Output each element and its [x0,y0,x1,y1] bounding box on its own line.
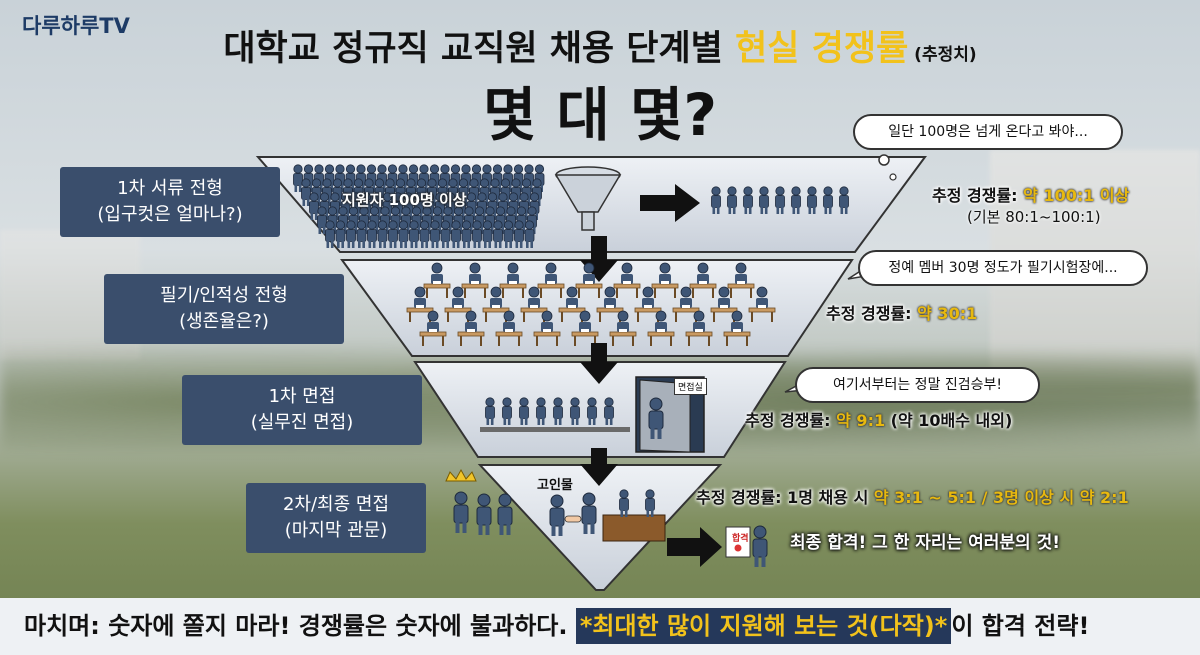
stage-2-rate: 추정 경쟁률: 약 30:1 [826,300,977,324]
stage-3-rate-prefix: 추정 경쟁률: [745,411,837,430]
stage-2-rate-prefix: 추정 경쟁률: [826,304,918,323]
stage-3-label-line2: (실무진 면접) [250,412,354,433]
waiting-bench [480,427,630,432]
final-candidate [476,493,492,536]
stage-1-label-line2: (입구컷은 얼마나?) [97,204,243,225]
arrow-right-icon [667,527,722,567]
stage-1-bubble: 일단 100명은 넘게 온다고 봐야... [853,114,1123,150]
page-subtitle: 몇 대 몇? [482,81,718,149]
interview-room-sign: 면접실 [674,378,707,395]
stage-3-bubble: 여기서부터는 정말 진검승부! [795,367,1040,403]
footer-suffix: 이 합격 전략! [951,612,1090,640]
final-candidate [497,493,513,536]
certificate-label: 합격 [732,534,749,544]
stage-3-label: 1차 면접 (실무진 면접) [182,375,422,445]
stage-4-label: 2차/최종 면접 (마지막 관문) [246,483,426,553]
footer-highlight: *최대한 많이 지원해 보는 것(다작)* [575,608,952,644]
bubble-tail [889,173,897,181]
footer-prefix: 마치며: 숫자에 쫄지 마라! 경쟁률은 숫자에 불과하다. [24,612,576,640]
footer-banner: 마치며: 숫자에 쫄지 마라! 경쟁률은 숫자에 불과하다. *최대한 많이 지… [0,598,1200,655]
title-prefix: 대학교 정규직 교직원 채용 단계별 [223,29,736,69]
arrow-right-icon [640,184,700,222]
stage-2-label-line2: (생존율은?) [179,311,269,332]
stage-2-label: 필기/인적성 전형 (생존율은?) [104,274,344,344]
page-title: 대학교 정규직 교직원 채용 단계별 현실 경쟁률 (추정치) [0,20,1200,71]
stage-1-rate-sub: (기본 80:1~100:1) [967,208,1101,226]
stage-2-label-line1: 필기/인적성 전형 [160,285,288,306]
stage-4-rate-value: 약 3:1 ~ 5:1 / 3명 이상 시 약 2:1 [873,488,1129,507]
stage-4-label-line2: (마지막 관문) [284,520,388,541]
desk-icon [602,489,666,542]
successful-candidate [752,525,768,568]
veteran-label: 고인물 [537,478,573,493]
handshake-icon [549,492,597,537]
footer-message: 마치며: 숫자에 쫄지 마라! 경쟁률은 숫자에 불과하다. *최대한 많이 지… [24,608,1089,644]
stage-4-rate: 추정 경쟁률: 1명 채용 시 약 3:1 ~ 5:1 / 3명 이상 시 약 … [696,484,1129,508]
stage-1-rate: 추정 경쟁률: 약 100:1 이상 [932,182,1129,206]
certificate-icon [725,526,751,558]
stage-2-bubble: 정예 멤버 30명 정도가 필기시험장에... [858,250,1148,286]
arrow-down-icon [580,448,618,486]
title-highlight: 현실 경쟁률 [735,29,909,69]
bubble-tail [878,154,890,166]
stage-1-rate-value: 약 100:1 이상 [1023,186,1130,205]
funnel-icon [554,166,622,231]
stage-3-rate-suffix: (약 10배수 내외) [885,411,1013,430]
funnel-stage-4 [477,464,723,591]
applicant-count-label: 지원자 100명 이상 [342,191,467,209]
stage-2-rate-value: 약 30:1 [917,304,978,323]
stage-3-rate-value: 약 9:1 [836,411,886,430]
stage-4-label-line1: 2차/최종 면접 [282,494,390,515]
final-candidate [453,491,469,534]
stage-4-rate-prefix: 추정 경쟁률: 1명 채용 시 [696,488,874,507]
stage-3-label-line1: 1차 면접 [268,386,336,407]
stage-1-rate-prefix: 추정 경쟁률: [932,186,1024,205]
stage-1-label: 1차 서류 전형 (입구컷은 얼마나?) [60,167,280,237]
brand-logo: 다루하루TV [22,14,130,38]
crown-icon [445,468,477,482]
stage-1-label-line1: 1차 서류 전형 [117,178,223,199]
applicant-person [325,220,335,249]
final-pass-text: 최종 합격! 그 한 자리는 여러분의 것! [790,533,1060,553]
title-suffix: (추정치) [908,45,977,65]
arrow-down-icon [580,343,618,384]
stage-3-rate: 추정 경쟁률: 약 9:1 (약 10배수 내외) [745,407,1012,431]
